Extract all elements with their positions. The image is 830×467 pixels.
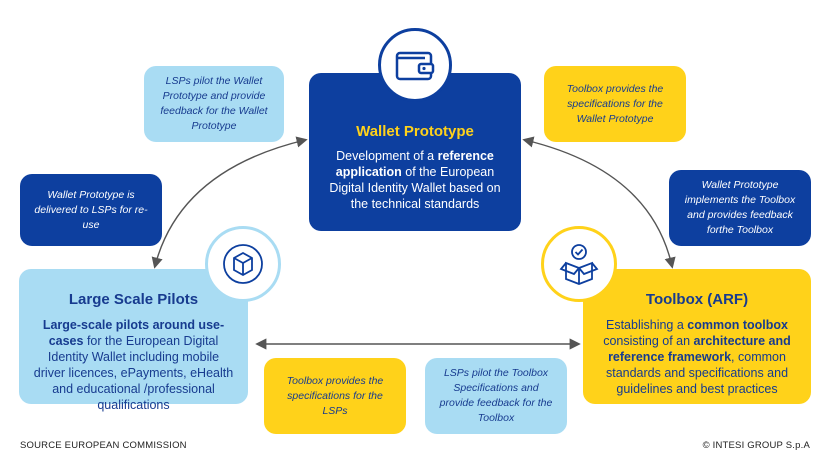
- callout-wallet-implements: Wallet Prototype implements the Toolbox …: [669, 170, 811, 246]
- toolbox-title: Toolbox (ARF): [645, 291, 749, 308]
- callout-lsp-pilot-wallet: LSPs pilot the Wallet Prototype and prov…: [144, 66, 284, 142]
- open-box-check-icon: [559, 244, 599, 285]
- toolbox-desc-bold2: architecture and reference framework: [608, 334, 791, 364]
- wallet-desc-part2: of the European Digital Identity Wallet …: [329, 165, 501, 211]
- toolbox-desc-part3: , common standards and specifications an…: [605, 350, 789, 396]
- footer-source: SOURCE EUROPEAN COMMISSION: [20, 440, 187, 451]
- large-scale-pilots-title: Large Scale Pilots: [68, 291, 199, 308]
- arrow-wallet-toolbox: [522, 136, 676, 269]
- callout-wallet-delivered: Wallet Prototype is delivered to LSPs fo…: [20, 174, 162, 246]
- wallet-icon-circle: [378, 28, 452, 102]
- wallet-desc-bold: reference application: [335, 149, 494, 179]
- footer-copyright: © INTESI GROUP S.p.A: [702, 440, 810, 451]
- callout-toolbox-specs-lsp: Toolbox provides the specifications for …: [264, 358, 406, 434]
- toolbox-desc-part1: Establishing a: [605, 318, 688, 332]
- arrow-lsp-wallet: [151, 136, 308, 269]
- lsp-desc-rest: for the European Digital Identity Wallet…: [33, 334, 234, 412]
- toolbox-description: Establishing a common toolbox consisting…: [595, 317, 800, 397]
- toolbox-desc-part2: consisting of an: [603, 334, 694, 348]
- callout-lsp-pilot-toolbox: LSPs pilot the Toolbox Specifications an…: [425, 358, 567, 434]
- large-scale-pilots-description: Large-scale pilots around use-cases for …: [31, 317, 236, 413]
- wallet-icon: [395, 51, 435, 81]
- lsp-icon-circle: [205, 226, 281, 302]
- toolbox-icon-circle: [541, 226, 617, 302]
- wallet-prototype-title: Wallet Prototype: [356, 123, 474, 140]
- wallet-prototype-description: Development of a reference application o…: [325, 148, 505, 212]
- toolbox-box: Toolbox (ARF) Establishing a common tool…: [583, 269, 811, 404]
- large-scale-pilots-box: Large Scale Pilots Large-scale pilots ar…: [19, 269, 248, 412]
- box-cycle-icon: [223, 244, 263, 284]
- lsp-desc-bold: Large-scale pilots around use-cases: [42, 318, 225, 348]
- toolbox-desc-bold1: common toolbox: [687, 318, 788, 332]
- callout-toolbox-specs-wallet: Toolbox provides the specifications for …: [544, 66, 686, 142]
- wallet-desc-part1: Development of a: [336, 149, 438, 163]
